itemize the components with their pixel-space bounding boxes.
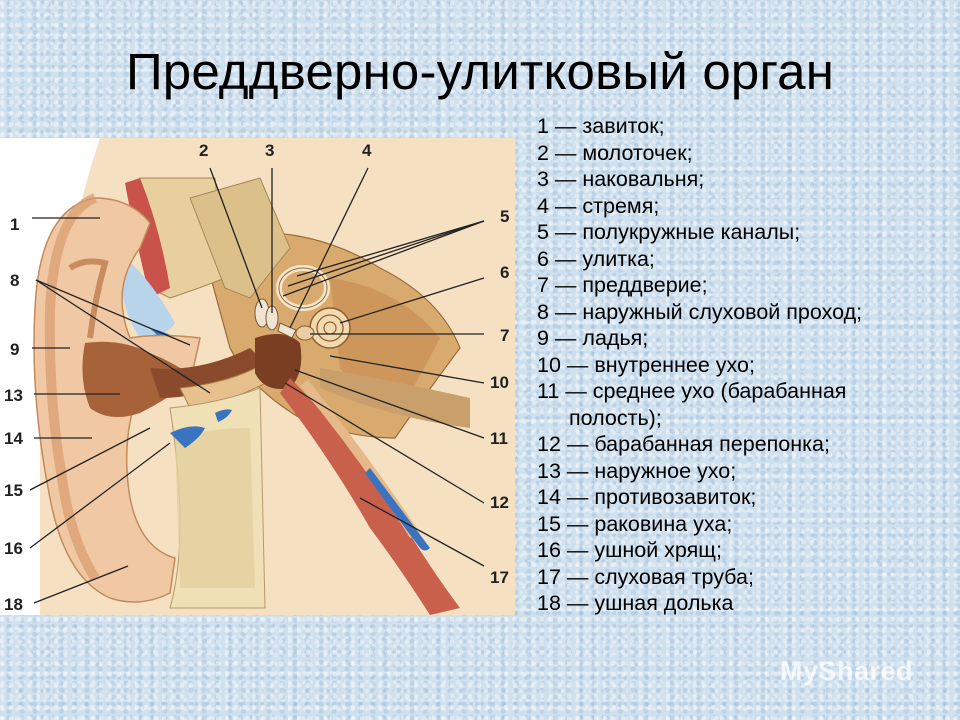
leader-5a: [296, 220, 485, 277]
label-7: 7: [500, 326, 509, 345]
leader-4: [289, 167, 369, 329]
auditory-tube-lumen: [365, 468, 430, 551]
cartilage-spot: [215, 409, 232, 422]
semicircular-canal-outline: [278, 267, 328, 309]
legend-item: 5 — полукружные каналы;: [537, 220, 801, 244]
label-16: 16: [4, 539, 23, 558]
legend-item: 14 — противозавиток;: [537, 485, 757, 509]
leader-15: [29, 427, 151, 491]
label-4: 4: [362, 141, 372, 160]
leader-11: [294, 369, 485, 439]
antihelix: [68, 258, 109, 339]
leader-12: [284, 382, 485, 504]
muscle-lower: [280, 378, 460, 615]
helix-rim: [44, 193, 100, 581]
legend-item: 13 — наружное ухо;: [537, 458, 737, 483]
leader-8b: [35, 279, 211, 394]
ear-anatomy-illustration: 1 2 3 4 5 6 7 8 9 10 11 12 13 14 15 16 1…: [0, 138, 515, 615]
cartilage-lower: [170, 426, 205, 448]
leader-6: [339, 277, 485, 324]
page-title: Преддверно-улитковый орган: [125, 43, 835, 100]
label-2: 2: [199, 141, 208, 160]
legend-item: 8 — наружный слуховой проход;: [537, 299, 863, 324]
legend-item: 17 — слуховая труба;: [537, 564, 754, 589]
label-8: 8: [10, 271, 19, 290]
label-9: 9: [10, 340, 19, 359]
legend-item: 6 — улитка;: [537, 246, 655, 271]
ear-anatomy-diagram: 1 2 3 4 5 6 7 8 9 10 11 12 13 14 15 16 1…: [0, 138, 515, 615]
leader-16: [29, 442, 171, 549]
legend-item: 7 — преддверие;: [537, 273, 708, 297]
concha: [82, 341, 195, 417]
blue-fluid-upper: [120, 258, 175, 338]
leader-10: [329, 355, 485, 384]
label-6: 6: [500, 263, 509, 282]
leader-lines: [29, 167, 485, 604]
legend-item: 4 — стремя;: [537, 193, 660, 218]
leader-17: [359, 497, 485, 567]
watermark-logo: MyShared: [780, 656, 914, 686]
label-18: 18: [4, 595, 23, 614]
leader-5b: [287, 220, 485, 287]
leader-18: [33, 565, 129, 604]
muscle-upper: [125, 178, 170, 298]
label-14: 14: [4, 429, 23, 448]
vestibule: [295, 325, 315, 341]
label-13: 13: [4, 386, 23, 405]
label-15: 15: [4, 481, 23, 500]
leader-2: [209, 167, 263, 309]
cochlea-turn-1: [316, 314, 344, 342]
legend-item: 11 — среднее ухо (барабанная: [537, 379, 847, 403]
legend-item-continuation: полость);: [569, 405, 662, 430]
label-3: 3: [265, 141, 274, 160]
label-12: 12: [490, 493, 509, 512]
leader-8a: [35, 279, 191, 346]
petrous-ridge: [320, 368, 470, 428]
cochlea: [309, 307, 351, 349]
label-11: 11: [490, 429, 508, 448]
legend-item: 15 — раковина уха;: [537, 511, 733, 536]
legend-item: 1 — завиток;: [537, 114, 665, 138]
label-17: 17: [490, 568, 509, 587]
legend-item: 16 — ушной хрящ;: [537, 538, 722, 562]
legend-item: 18 — ушная долька: [537, 591, 734, 615]
legend-item: 3 — наковальня;: [537, 167, 705, 191]
label-5: 5: [500, 207, 509, 226]
ear-canal: [150, 348, 265, 398]
mastoid-bone: [189, 177, 291, 299]
middle-ear-cavity: [255, 334, 302, 389]
label-10: 10: [490, 373, 509, 392]
legend-item: 12 — барабанная перепонка;: [537, 432, 830, 456]
legend-item: 9 — ладья;: [537, 326, 649, 350]
label-1: 1: [10, 215, 19, 234]
legend-item: 2 — молоточек;: [537, 140, 693, 165]
leader-5c: [282, 220, 485, 297]
legend-list: 1 — завиток; 2 — молоточек; 3 — наковаль…: [537, 113, 952, 617]
legend-item: 10 — внутреннее ухо;: [537, 352, 755, 377]
gland-tissue: [175, 428, 255, 588]
